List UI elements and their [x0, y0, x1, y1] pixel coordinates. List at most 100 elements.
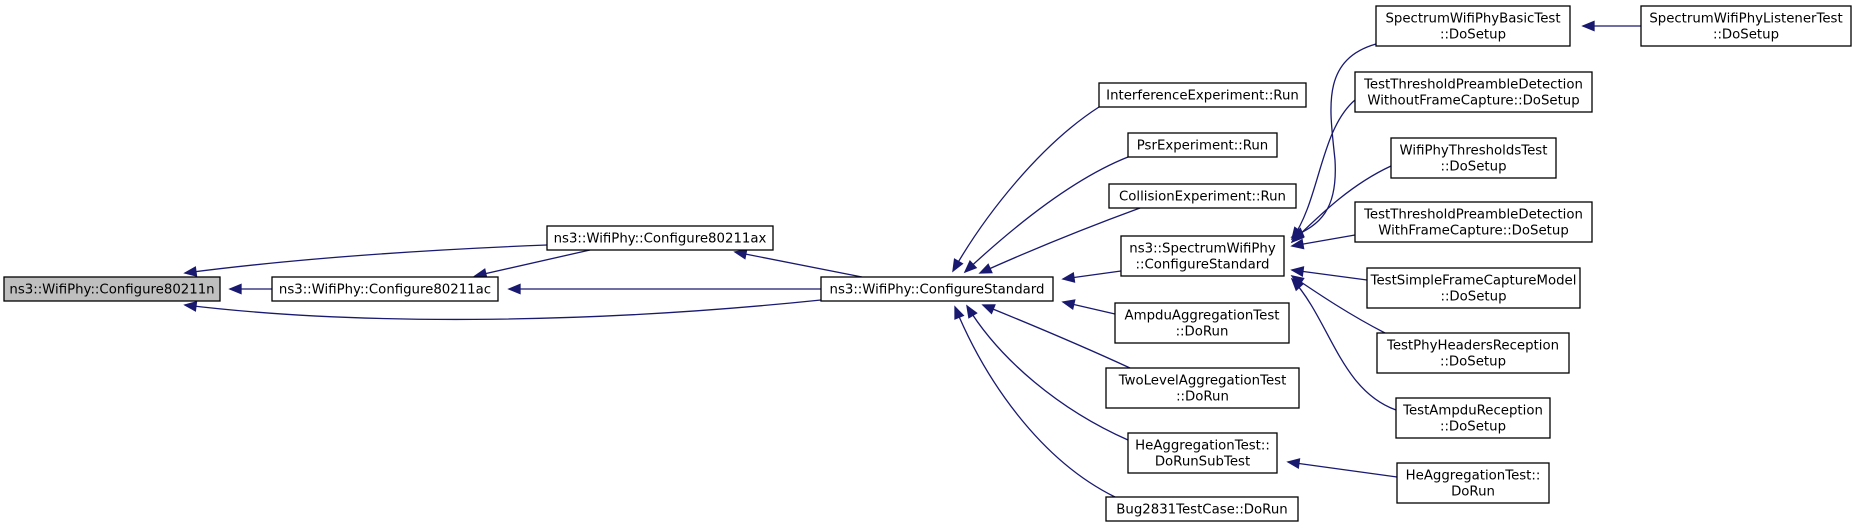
node-box[interactable]	[1390, 137, 1557, 179]
arrow-head-icon	[978, 263, 993, 274]
node-configure80211n[interactable]: ns3::WifiPhy::Configure80211n	[3, 276, 221, 302]
node-box[interactable]	[1376, 332, 1570, 374]
node-phy-headers-do-setup[interactable]: TestPhyHeadersReception::DoSetup	[1376, 332, 1570, 374]
edge-twoLevelDoRun-to-configureStandard	[981, 304, 1131, 369]
node-box[interactable]	[1127, 432, 1278, 474]
edge-line	[734, 251, 863, 278]
node-threshold-with-fc-do-setup[interactable]: TestThresholdPreambleDetectionWithFrameC…	[1354, 201, 1593, 243]
node-label-line: TestSimpleFrameCaptureModel	[1370, 274, 1577, 289]
edge-line	[979, 207, 1141, 274]
edge-line	[1291, 99, 1356, 240]
node-psr-run[interactable]: PsrExperiment::Run	[1127, 132, 1278, 158]
node-box[interactable]	[546, 225, 774, 251]
node-box[interactable]	[1120, 235, 1285, 277]
node-box[interactable]	[820, 276, 1054, 302]
edge-interferenceRun-to-configureStandard	[952, 106, 1100, 273]
arrow-head-icon	[183, 266, 198, 277]
node-he-agg-do-run[interactable]: HeAggregationTest::DoRun	[1396, 462, 1550, 504]
node-box[interactable]	[1105, 367, 1300, 409]
edge-thresholdWithoutFcDoSetup-to-spectrumConfigureStandard	[1290, 99, 1356, 241]
arrow-head-icon	[1061, 299, 1076, 310]
node-box[interactable]	[1396, 462, 1550, 504]
edge-line	[1291, 43, 1377, 238]
node-label-line: TwoLevelAggregationTest	[1118, 374, 1287, 389]
node-box[interactable]	[1640, 5, 1852, 47]
edge-line	[184, 244, 548, 274]
arrow-head-icon	[952, 258, 964, 273]
edge-line	[1291, 165, 1392, 243]
node-ampdu-reception-do-setup[interactable]: TestAmpduReception::DoSetup	[1395, 397, 1551, 439]
node-two-level-do-run[interactable]: TwoLevelAggregationTest::DoRun	[1105, 367, 1300, 409]
edge-line	[966, 305, 1129, 441]
node-box[interactable]	[1354, 71, 1593, 113]
node-spectrum-listener-do-setup[interactable]: SpectrumWifiPhyListenerTest::DoSetup	[1640, 5, 1852, 47]
node-label-line: SpectrumWifiPhyBasicTest	[1385, 12, 1560, 27]
edge-ampduAggregationDoRun-to-configureStandard	[1061, 299, 1116, 315]
edge-line	[184, 299, 822, 321]
node-box[interactable]	[271, 276, 499, 302]
node-label-line: ns3::WifiPhy::ConfigureStandard	[830, 283, 1045, 298]
edge-ampduReceptionDoSetup-to-spectrumConfigureStandard	[1290, 277, 1397, 411]
arrow-head-icon	[1581, 20, 1595, 32]
node-label-line: Bug2831TestCase::DoRun	[1116, 503, 1287, 518]
node-label-line: ::DoSetup	[1440, 160, 1506, 175]
node-label-line: DoRunSubTest	[1155, 455, 1250, 470]
edge-bug2831DoRun-to-configureStandard	[954, 305, 1116, 498]
edge-line	[964, 156, 1129, 273]
arrow-head-icon	[1061, 271, 1076, 283]
node-label-line: ::DoSetup	[1440, 28, 1506, 43]
node-ampdu-aggregation-do-run[interactable]: AmpduAggregationTest::DoRun	[1114, 302, 1290, 344]
node-box[interactable]	[1375, 5, 1571, 47]
edge-configure80211ax-to-configure80211n	[183, 244, 548, 277]
arrow-head-icon	[1286, 458, 1301, 470]
edge-line	[474, 249, 591, 277]
node-label-line: ::DoSetup	[1713, 28, 1779, 43]
node-label-line: WithoutFrameCapture::DoSetup	[1367, 94, 1579, 109]
node-collision-run[interactable]: CollisionExperiment::Run	[1108, 183, 1297, 209]
node-label-line: ::DoSetup	[1440, 420, 1506, 435]
node-label-line: WithFrameCapture::DoSetup	[1378, 224, 1569, 239]
edge-spectrumConfigureStandard-to-configureStandard	[1061, 270, 1122, 283]
node-bug2831-do-run[interactable]: Bug2831TestCase::DoRun	[1105, 496, 1299, 522]
edge-collisionRun-to-configureStandard	[978, 207, 1141, 274]
edge-configureStandard-to-configure80211n	[183, 299, 822, 321]
node-configure80211ac[interactable]: ns3::WifiPhy::Configure80211ac	[271, 276, 499, 302]
node-spectrum-configure-standard[interactable]: ns3::SpectrumWifiPhy::ConfigureStandard	[1120, 235, 1285, 277]
arrow-head-icon	[507, 283, 521, 295]
node-he-agg-do-run-sub-test[interactable]: HeAggregationTest::DoRunSubTest	[1127, 432, 1278, 474]
edge-simpleFrameCaptureDoSetup-to-spectrumConfigureStandard	[1290, 266, 1368, 281]
edge-wifiPhyThresholdsDoSetup-to-spectrumConfigureStandard	[1290, 165, 1392, 244]
edge-layer	[183, 20, 1641, 498]
edge-configure80211ac-to-configure80211n	[228, 283, 272, 295]
edge-thresholdWithFcDoSetup-to-spectrumConfigureStandard	[1290, 234, 1356, 250]
edge-configureStandard-to-configure80211ax	[733, 248, 863, 278]
edge-heAggDoRunSubTest-to-configureStandard	[966, 304, 1129, 441]
node-box[interactable]	[1114, 302, 1290, 344]
node-box[interactable]	[1395, 397, 1551, 439]
node-simple-frame-capture-do-setup[interactable]: TestSimpleFrameCaptureModel::DoSetup	[1366, 267, 1581, 309]
node-interference-run[interactable]: InterferenceExperiment::Run	[1098, 82, 1307, 108]
node-label-line: ns3::WifiPhy::Configure80211n	[9, 283, 214, 298]
node-box[interactable]	[1366, 267, 1581, 309]
edge-configure80211ac-to-configure80211ax	[473, 249, 591, 279]
node-label-line: CollisionExperiment::Run	[1119, 190, 1286, 205]
node-configure-standard[interactable]: ns3::WifiPhy::ConfigureStandard	[820, 276, 1054, 302]
node-spectrum-basic-do-setup[interactable]: SpectrumWifiPhyBasicTest::DoSetup	[1375, 5, 1571, 47]
edge-line	[952, 106, 1100, 272]
node-box[interactable]	[1127, 132, 1278, 158]
node-box[interactable]	[3, 276, 221, 302]
node-label-line: ::DoSetup	[1440, 290, 1506, 305]
node-box[interactable]	[1105, 496, 1299, 522]
arrow-head-icon	[228, 283, 242, 295]
node-box[interactable]	[1108, 183, 1297, 209]
edge-psrRun-to-configureStandard	[963, 156, 1129, 274]
arrow-head-icon	[966, 304, 978, 319]
node-label-line: TestThresholdPreambleDetection	[1363, 78, 1583, 93]
node-label-line: HeAggregationTest::	[1406, 469, 1541, 484]
node-box[interactable]	[1354, 201, 1593, 243]
node-configure80211ax[interactable]: ns3::WifiPhy::Configure80211ax	[546, 225, 774, 251]
node-threshold-without-fc-do-setup[interactable]: TestThresholdPreambleDetectionWithoutFra…	[1354, 71, 1593, 113]
node-wifi-phy-thresholds-do-setup[interactable]: WifiPhyThresholdsTest::DoSetup	[1390, 137, 1557, 179]
node-box[interactable]	[1098, 82, 1307, 108]
